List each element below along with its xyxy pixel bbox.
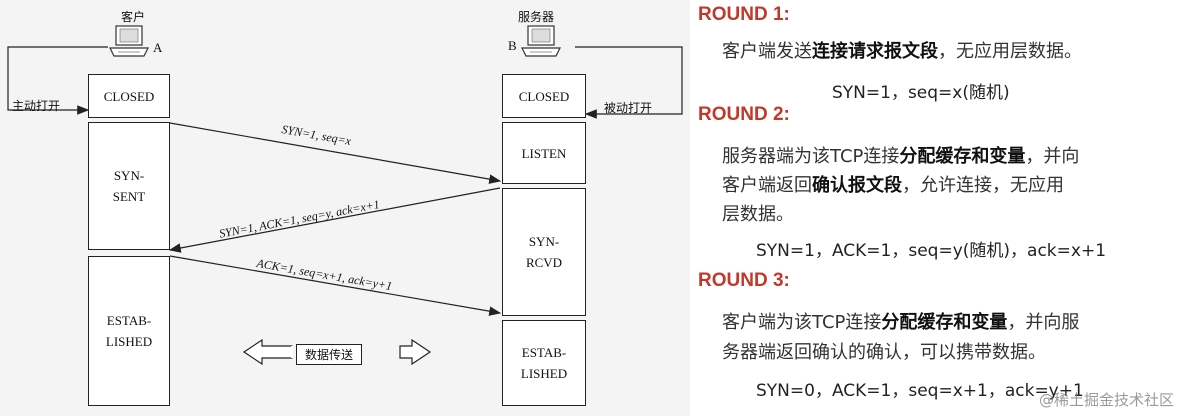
server-computer-icon — [520, 24, 562, 64]
tcp-handshake-diagram: 客户 A 服务器 B 主动打开 被动打开 CLOSED SYN- SENT ES… — [0, 0, 690, 416]
body-text: 客户端返回 — [722, 175, 812, 196]
body-text: ，并向服 — [1007, 312, 1080, 333]
round-1-formula: SYN=1，seq=x(随机) — [832, 83, 1010, 103]
body-text: 服务器端为该TCP连接 — [722, 146, 900, 167]
msg1-arrow — [169, 122, 502, 184]
body-text: 层数据。 — [722, 204, 794, 225]
emphasis-text: 分配缓存和变量 — [899, 146, 1026, 167]
server-state-syn-rcvd: SYN- RCVD — [502, 188, 586, 316]
msg3-arrow — [169, 255, 502, 316]
client-state-established: ESTAB- LISHED — [88, 256, 170, 406]
round-2-line-2: 客户端返回确认报文段，允许连接，无应用 — [722, 172, 1064, 199]
client-state-closed: CLOSED — [88, 74, 170, 118]
server-state-established: ESTAB- LISHED — [502, 320, 586, 406]
round-1-title: ROUND 1: — [698, 4, 790, 25]
body-text: 客户端发送 — [722, 41, 812, 62]
round-3-formula: SYN=0，ACK=1，seq=x+1，ack=y+1 — [756, 381, 1084, 401]
body-text: 客户端为该TCP连接 — [722, 312, 882, 333]
active-open-line — [7, 46, 108, 115]
round-3-title: ROUND 3: — [698, 270, 790, 291]
body-text: ，并向 — [1025, 146, 1080, 167]
round-3-line-1: 客户端为该TCP连接分配缓存和变量，并向服 — [722, 309, 1079, 336]
handshake-notes: ROUND 1: 客户端发送连接请求报文段，无应用层数据。 SYN=1，seq=x(… — [690, 0, 1182, 416]
round-2-line-1: 服务器端为该TCP连接分配缓存和变量，并向 — [722, 143, 1079, 170]
active-open-label: 主动打开 — [12, 99, 61, 113]
passive-open-label: 被动打开 — [604, 101, 653, 115]
body-text: ，允许连接，无应用 — [902, 175, 1064, 196]
passive-open-line — [575, 46, 683, 119]
server-label: 服务器 — [518, 10, 555, 24]
body-text: 务器端返回确认的确认，可以携带数据。 — [722, 342, 1046, 363]
client-state-syn-sent: SYN- SENT — [88, 122, 170, 250]
client-computer-icon — [108, 24, 150, 64]
label-b: B — [508, 38, 517, 53]
label-a: A — [153, 40, 163, 55]
round-2-line-3: 层数据。 — [722, 201, 794, 228]
round-2-title: ROUND 2: — [698, 104, 790, 125]
diagram-lines — [7, 46, 683, 366]
server-state-listen: LISTEN — [502, 122, 586, 184]
watermark: @稀土掘金技术社区 — [1038, 391, 1174, 409]
round-1-line-1: 客户端发送连接请求报文段，无应用层数据。 — [722, 38, 1082, 65]
emphasis-text: 连接请求报文段 — [812, 41, 938, 62]
body-text: ，无应用层数据。 — [938, 41, 1082, 62]
emphasis-text: 确认报文段 — [812, 175, 902, 196]
server-state-closed: CLOSED — [502, 74, 586, 118]
round-2-formula: SYN=1，ACK=1，seq=y(随机)，ack=x+1 — [756, 241, 1107, 261]
data-transfer-arrow — [242, 338, 293, 366]
client-label: 客户 — [121, 10, 146, 24]
emphasis-text: 分配缓存和变量 — [881, 312, 1008, 333]
msg2-arrow — [168, 187, 501, 253]
round-3-line-2: 务器端返回确认的确认，可以携带数据。 — [722, 339, 1046, 366]
data-transfer-label: 数据传送 — [296, 344, 363, 365]
